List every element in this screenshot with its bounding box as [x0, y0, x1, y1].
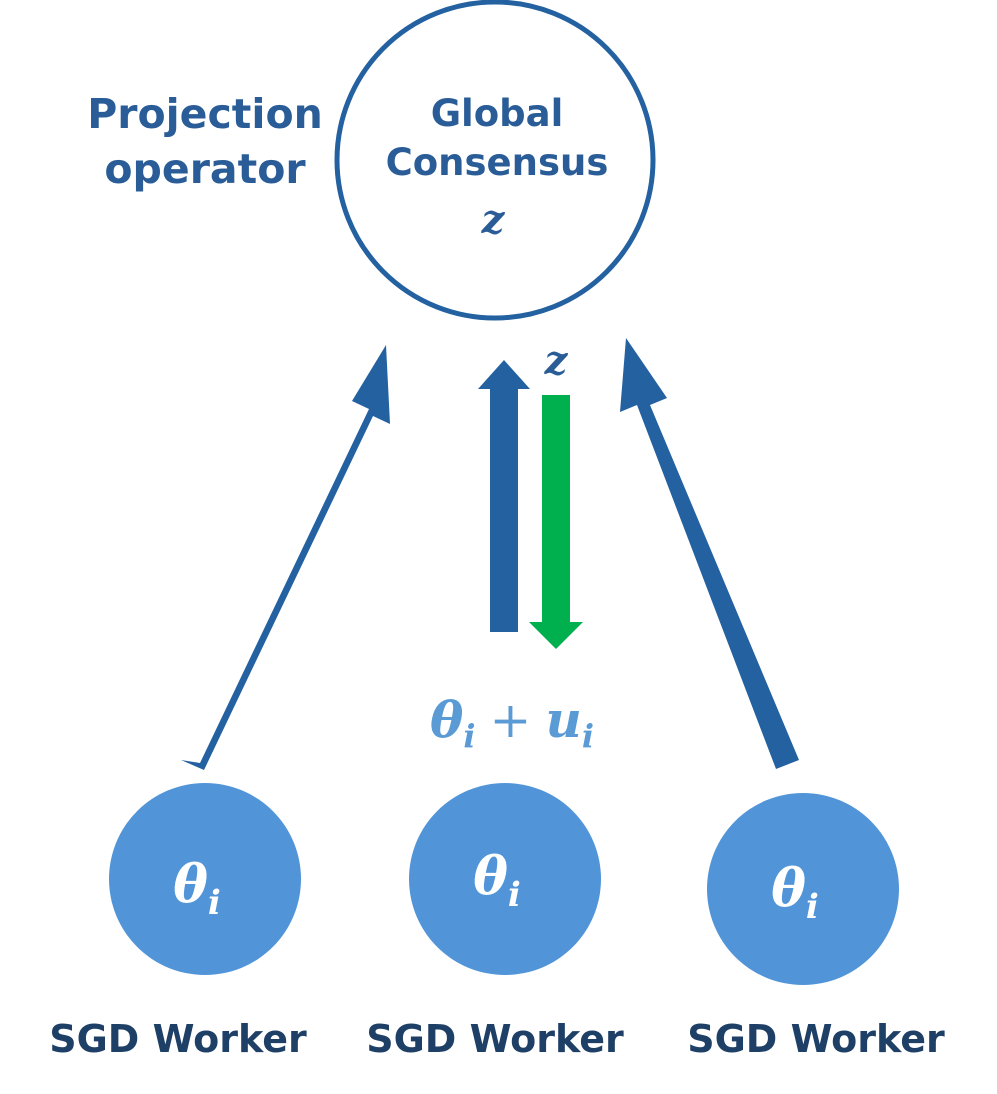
projection-label-line1: Projection — [87, 90, 323, 138]
update-label: θi+ui — [430, 690, 594, 755]
worker-theta-3: θ — [771, 858, 806, 919]
worker-circle-2 — [409, 783, 601, 975]
consensus-label-line2: Consensus — [386, 141, 609, 184]
worker-symbol-3: θi — [771, 858, 819, 927]
worker-circle-3 — [707, 793, 899, 985]
left-up-arrow — [181, 345, 390, 770]
update-u-sub: i — [582, 717, 594, 755]
worker-theta-1: θ — [173, 854, 208, 915]
right-up-arrow — [620, 338, 799, 769]
consensus-label-line1: Global — [431, 92, 564, 135]
worker-node-3: θi — [707, 793, 899, 985]
center-up-arrow — [478, 360, 530, 632]
global-consensus-node — [334, 0, 656, 321]
update-theta-sub: i — [463, 717, 475, 755]
update-u: u — [545, 690, 581, 749]
worker-label-2: SGD Worker — [366, 1017, 624, 1061]
worker-symbol-1: θi — [173, 854, 221, 923]
worker-label-1: SGD Worker — [49, 1017, 307, 1061]
center-down-arrow — [529, 395, 583, 649]
worker-node-1: θi — [109, 783, 301, 975]
worker-node-2: θi — [409, 783, 601, 975]
worker-circle-1 — [109, 783, 301, 975]
consensus-symbol: z — [481, 196, 506, 243]
update-theta: θ — [430, 690, 464, 749]
update-plus: + — [490, 691, 532, 749]
worker-theta-2: θ — [473, 846, 508, 907]
worker-label-3: SGD Worker — [687, 1017, 945, 1061]
projection-label-line2: operator — [104, 145, 306, 193]
worker-theta-sub-2: i — [508, 875, 521, 915]
worker-symbol-2: θi — [473, 846, 521, 915]
worker-theta-sub-3: i — [806, 887, 819, 927]
down-arrow-z-label: z — [544, 337, 569, 384]
worker-theta-sub-1: i — [208, 883, 221, 923]
